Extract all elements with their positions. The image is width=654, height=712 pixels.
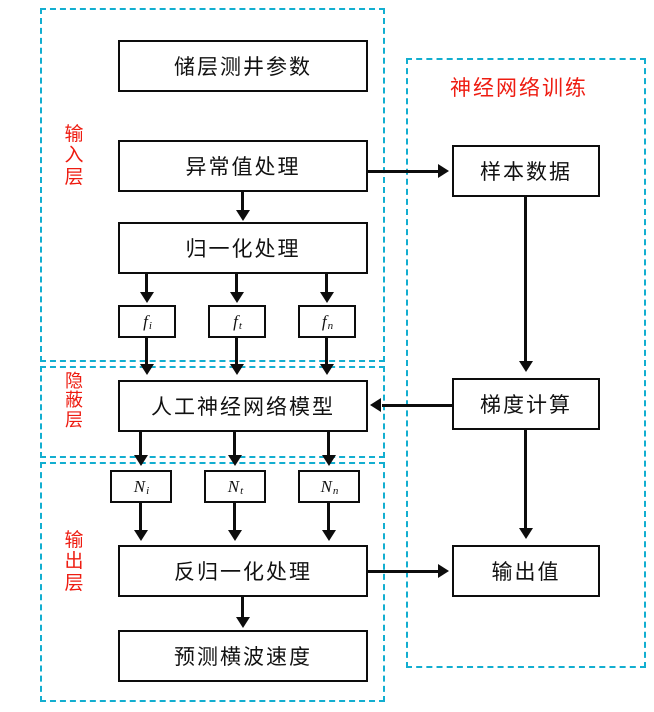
connector-outlier-to-sample-data — [368, 170, 440, 173]
arrowhead-outlier-to-sample-data — [438, 164, 449, 178]
region-label-output-char-0: 输 — [64, 529, 84, 551]
connector-gradient-to-output-value — [524, 430, 527, 530]
connector-neuron-t-to-denorm — [233, 503, 236, 532]
arrowhead-ann-to-neuron-t — [228, 455, 242, 466]
region-label-output-char-1: 出 — [64, 550, 84, 573]
region-label-output-layer: 输 出 层 — [62, 529, 86, 594]
arrowhead-gradient-to-ann — [370, 398, 381, 412]
region-label-input-char-1: 入 — [64, 144, 84, 167]
arrowhead-neuron-t-to-denorm — [228, 530, 242, 541]
box-output-value[interactable]: 输出值 — [452, 545, 600, 597]
region-label-input-char-0: 输 — [64, 123, 84, 145]
connector-ann-to-neuron-i — [139, 432, 142, 456]
box-sample-data[interactable]: 样本数据 — [452, 145, 600, 197]
arrowhead-ann-to-neuron-i — [134, 455, 148, 466]
box-gradient-calc[interactable]: 梯度计算 — [452, 378, 600, 430]
connector-feature-t-to-ann — [235, 338, 238, 366]
arrowhead-normalization-to-feature-i — [140, 292, 154, 303]
connector-normalization-to-feature-t — [235, 274, 238, 294]
connector-neuron-i-to-denorm — [139, 503, 142, 532]
region-output-layer — [40, 462, 385, 702]
connector-neuron-n-to-denorm — [327, 503, 330, 532]
connector-outlier-to-normalization — [241, 192, 244, 212]
box-ann-model[interactable]: 人工神经网络模型 — [118, 380, 368, 432]
box-reservoir-log-params[interactable]: 储层测井参数 — [118, 40, 368, 92]
connector-denorm-to-output-value — [368, 570, 440, 573]
arrowhead-denorm-to-predicted — [236, 617, 250, 628]
arrowhead-normalization-to-feature-n — [320, 292, 334, 303]
box-denormalization[interactable]: 反归一化处理 — [118, 545, 368, 597]
region-hidden-layer — [40, 366, 385, 458]
connector-normalization-to-feature-n — [325, 274, 328, 294]
region-label-input-char-2: 层 — [64, 165, 84, 188]
arrowhead-neuron-n-to-denorm — [322, 530, 336, 541]
region-label-hidden-char-2: 层 — [65, 409, 83, 431]
connector-normalization-to-feature-i — [145, 274, 148, 294]
region-training — [406, 58, 646, 668]
arrowhead-feature-t-to-ann — [230, 364, 244, 375]
connector-gradient-to-ann — [382, 404, 452, 407]
region-label-hidden-layer: 隐 蔽 层 — [62, 371, 86, 431]
region-label-training: 神经网络训练 — [450, 76, 588, 100]
arrowhead-feature-i-to-ann — [140, 364, 154, 375]
connector-sample-data-to-gradient — [524, 197, 527, 363]
connector-ann-to-neuron-n — [327, 432, 330, 456]
connector-ann-to-neuron-t — [233, 432, 236, 456]
arrowhead-sample-data-to-gradient — [519, 361, 533, 372]
connector-denorm-to-predicted — [241, 597, 244, 619]
region-label-hidden-char-1: 蔽 — [65, 390, 83, 412]
box-normalization[interactable]: 归一化处理 — [118, 222, 368, 274]
connector-feature-i-to-ann — [145, 338, 148, 366]
connector-feature-n-to-ann — [325, 338, 328, 366]
region-label-input-layer: 输 入 层 — [62, 123, 86, 188]
arrowhead-denorm-to-output-value — [438, 564, 449, 578]
arrowhead-outlier-to-normalization — [236, 210, 250, 221]
box-predicted-vs[interactable]: 预测横波速度 — [118, 630, 368, 682]
region-input-layer — [40, 8, 385, 362]
box-outlier-processing[interactable]: 异常值处理 — [118, 140, 368, 192]
arrowhead-gradient-to-output-value — [519, 528, 533, 539]
region-label-output-char-2: 层 — [64, 571, 84, 594]
arrowhead-feature-n-to-ann — [320, 364, 334, 375]
region-label-hidden-char-0: 隐 — [65, 371, 83, 392]
arrowhead-ann-to-neuron-n — [322, 455, 336, 466]
arrowhead-normalization-to-feature-t — [230, 292, 244, 303]
arrowhead-neuron-i-to-denorm — [134, 530, 148, 541]
